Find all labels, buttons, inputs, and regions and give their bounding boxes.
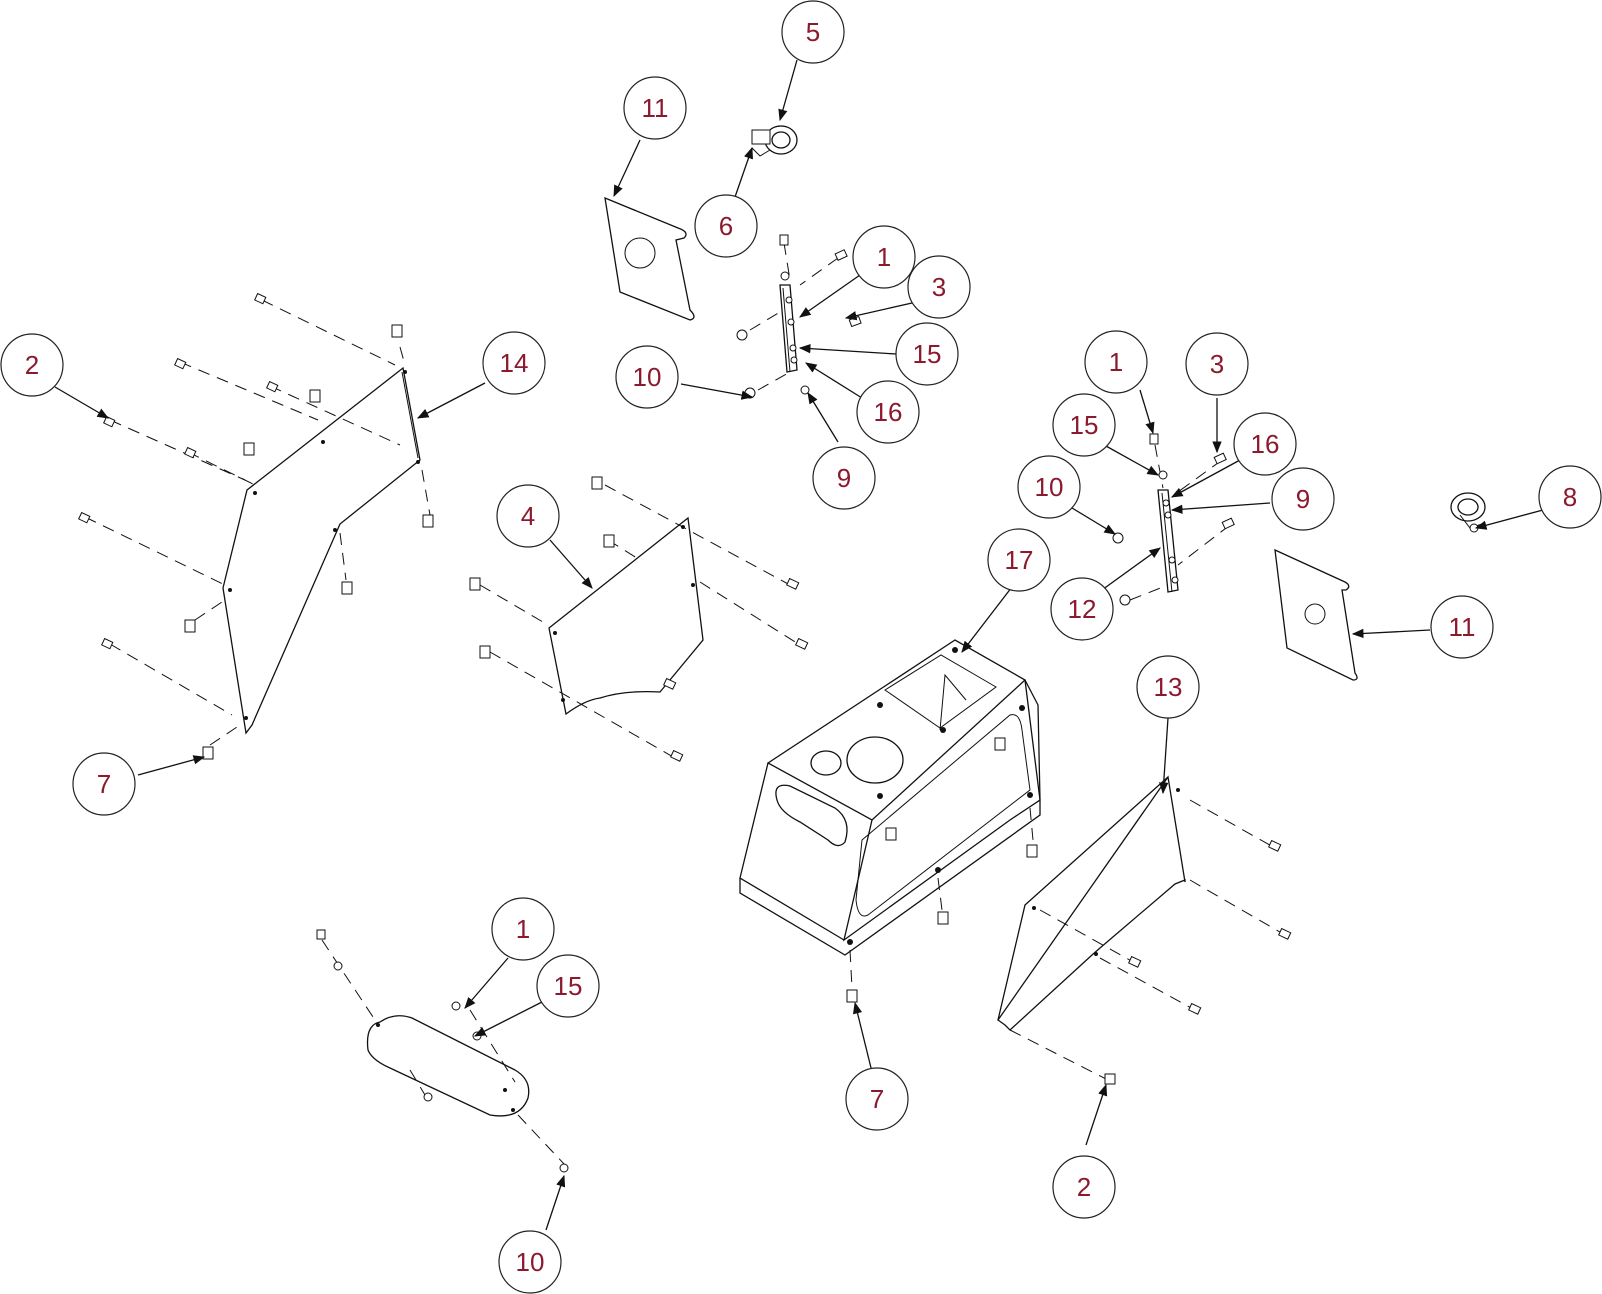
console-17	[739, 639, 1041, 1003]
panel-13-fasteners	[1009, 799, 1292, 1085]
plate-11-right	[1274, 548, 1358, 681]
callout-16-upper-label: 16	[874, 397, 903, 427]
cover-plate-lower	[316, 929, 569, 1173]
callout-10-right-label: 10	[1035, 472, 1064, 502]
callout-15-right: 15	[1052, 393, 1116, 457]
callout-3-right-label: 3	[1210, 349, 1224, 379]
hinge-assembly-right	[1112, 433, 1235, 606]
callout-3-upper-label: 3	[932, 272, 946, 302]
callout-7-lower: 7	[845, 1067, 909, 1131]
callout-13: 13	[1136, 655, 1200, 719]
callout-11-right: 11	[1430, 595, 1494, 659]
callout-1-upper-label: 1	[877, 242, 891, 272]
callout-8-label: 8	[1563, 482, 1577, 512]
leader-lines	[54, 59, 1544, 1231]
callout-3-upper: 3	[907, 255, 971, 319]
callout-10-upper: 10	[615, 345, 679, 409]
callout-9-right-label: 9	[1296, 484, 1310, 514]
callout-14: 14	[482, 331, 546, 395]
callout-16-right-label: 16	[1251, 429, 1280, 459]
callout-10-right: 10	[1017, 455, 1081, 519]
callout-1-right: 1	[1084, 330, 1148, 394]
callout-2-lower: 2	[1052, 1155, 1116, 1219]
callout-10-lower-label: 10	[516, 1247, 545, 1277]
callout-4: 4	[496, 484, 560, 548]
callout-9-upper-label: 9	[837, 463, 851, 493]
callout-1-lower-label: 1	[516, 914, 530, 944]
callout-6: 6	[694, 194, 758, 258]
latch-5	[751, 125, 798, 157]
callout-7-left: 7	[72, 752, 136, 816]
latch-8	[1450, 492, 1486, 533]
callout-14-label: 14	[500, 348, 529, 378]
callout-1-lower: 1	[491, 897, 555, 961]
callout-8: 8	[1538, 465, 1602, 529]
callout-1-upper: 1	[852, 225, 916, 289]
callout-1-right-label: 1	[1109, 347, 1123, 377]
callout-11-upper-label: 11	[642, 93, 669, 123]
callout-13-label: 13	[1154, 672, 1183, 702]
callout-16-upper: 16	[856, 380, 920, 444]
callout-9-upper: 9	[812, 446, 876, 510]
callout-9-right: 9	[1271, 467, 1335, 531]
panel-14	[222, 366, 421, 735]
callout-2-left-label: 2	[25, 350, 39, 380]
callout-15-right-label: 15	[1070, 410, 1099, 440]
callout-15-lower: 15	[536, 954, 600, 1018]
panel-14-fasteners	[78, 292, 434, 760]
callout-2-lower-label: 2	[1077, 1172, 1091, 1202]
callout-4-label: 4	[521, 501, 535, 531]
callout-11-right-label: 11	[1449, 612, 1476, 642]
callout-7-left-label: 7	[97, 769, 111, 799]
callout-11-upper: 11	[623, 76, 687, 140]
callout-15-upper-label: 15	[913, 339, 942, 369]
callout-12: 12	[1050, 577, 1114, 641]
callout-10-upper-label: 10	[633, 362, 662, 392]
callout-5: 5	[781, 0, 845, 64]
callout-2-left: 2	[0, 333, 64, 397]
panel-4-fasteners	[469, 476, 809, 762]
callout-12-label: 12	[1068, 594, 1097, 624]
callout-10-lower: 10	[498, 1230, 562, 1294]
callout-5-label: 5	[806, 17, 820, 47]
panel-4	[548, 516, 704, 716]
callout-15-lower-label: 15	[554, 971, 583, 1001]
callout-6-label: 6	[719, 211, 733, 241]
callout-3-right: 3	[1185, 332, 1249, 396]
callout-17: 17	[987, 528, 1051, 592]
callout-7-lower-label: 7	[870, 1084, 884, 1114]
panel-13	[997, 775, 1186, 1031]
callout-15-upper: 15	[895, 322, 959, 386]
hinge-assembly-upper	[736, 234, 862, 399]
callout-16-right: 16	[1233, 412, 1297, 476]
plate-11-upper	[604, 196, 695, 321]
callout-17-label: 17	[1005, 545, 1034, 575]
